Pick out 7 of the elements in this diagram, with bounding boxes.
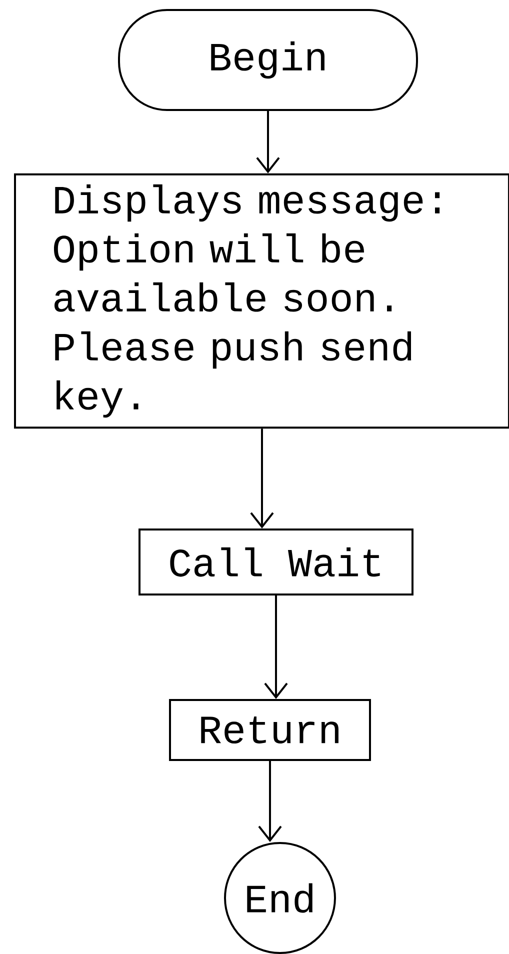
arrow [264, 596, 288, 699]
arrow [256, 111, 280, 174]
process-box: Call Wait [138, 528, 414, 596]
process-box: Displays message: Option will be available soon. Please push send key. [14, 173, 509, 429]
process-box: Return [169, 699, 371, 761]
arrow [250, 428, 274, 528]
arrow [258, 761, 282, 842]
